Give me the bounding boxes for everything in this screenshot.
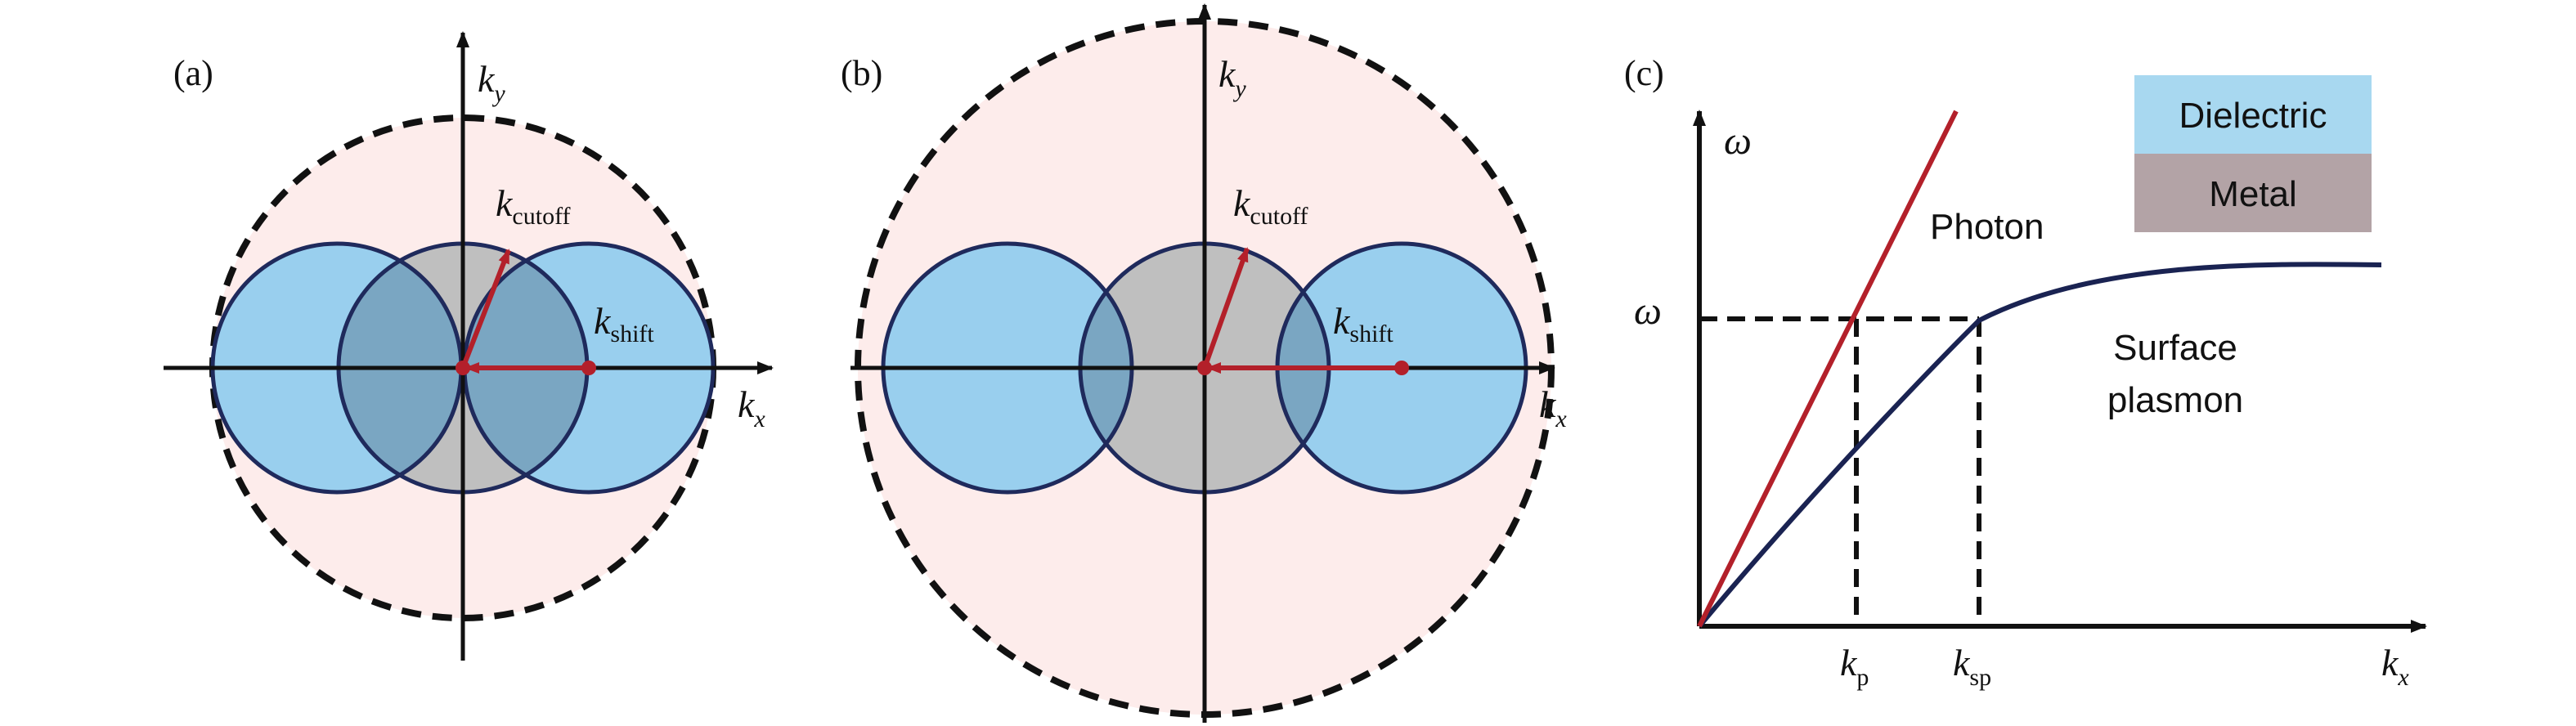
panel-a-overlap-left	[339, 244, 461, 492]
legend-dielectric-label: Dielectric	[2179, 96, 2327, 136]
panel-b-origin-dot	[1197, 361, 1212, 375]
panel-c: (c) Dielectric Metal ω ω Photon Surface …	[1624, 53, 2427, 691]
panel-b: (b) ky kx kcutoff kshift	[841, 3, 1567, 723]
panel-b-ky-label: ky	[1218, 53, 1246, 102]
panel-c-photon-line	[1697, 110, 1959, 628]
panel-c-label: (c)	[1624, 53, 1664, 93]
panel-b-kx-label: kx	[1539, 383, 1567, 432]
legend-dielectric-swatch	[2134, 75, 2372, 154]
panel-a-origin-dot	[456, 361, 470, 375]
panel-b-cutoff-arrow	[1202, 247, 1250, 370]
panel-b-shift-label: kshift	[1333, 300, 1393, 347]
legend-metal-swatch	[2134, 154, 2372, 232]
panel-a-ky-label: ky	[478, 58, 505, 107]
panel-a-overlap-right	[464, 244, 587, 492]
panel-a-shift-label: kshift	[594, 300, 654, 347]
panel-a-cutoff-label: kcutoff	[496, 182, 571, 230]
panel-c-kp-label: kp	[1840, 642, 1869, 691]
panel-a-cutoff-arrow	[460, 249, 511, 370]
panel-c-plasmon-label: plasmon	[2107, 380, 2243, 420]
panel-b-label: (b)	[841, 53, 882, 93]
panel-c-plasmon-curve	[1697, 262, 2382, 628]
panel-c-photon-label: Photon	[1930, 207, 2044, 247]
panel-a-shift-dot	[581, 361, 596, 375]
legend-metal-label: Metal	[2209, 174, 2297, 214]
panel-c-surface-label: Surface	[2113, 328, 2237, 368]
panel-a-kx-label: kx	[738, 383, 765, 432]
panel-c-omega-axis-label: ω	[1724, 119, 1752, 163]
panel-c-kx-label: kx	[2381, 642, 2409, 691]
panel-b-cutoff-label: kcutoff	[1233, 182, 1308, 230]
panel-c-ksp-label: ksp	[1953, 642, 1991, 691]
panel-a-label: (a)	[173, 53, 213, 93]
panel-a: (a) ky kx kcutoff kshift	[164, 31, 774, 661]
panel-c-omega-mark: ω	[1634, 289, 1662, 333]
panel-b-shift-dot	[1394, 361, 1409, 375]
